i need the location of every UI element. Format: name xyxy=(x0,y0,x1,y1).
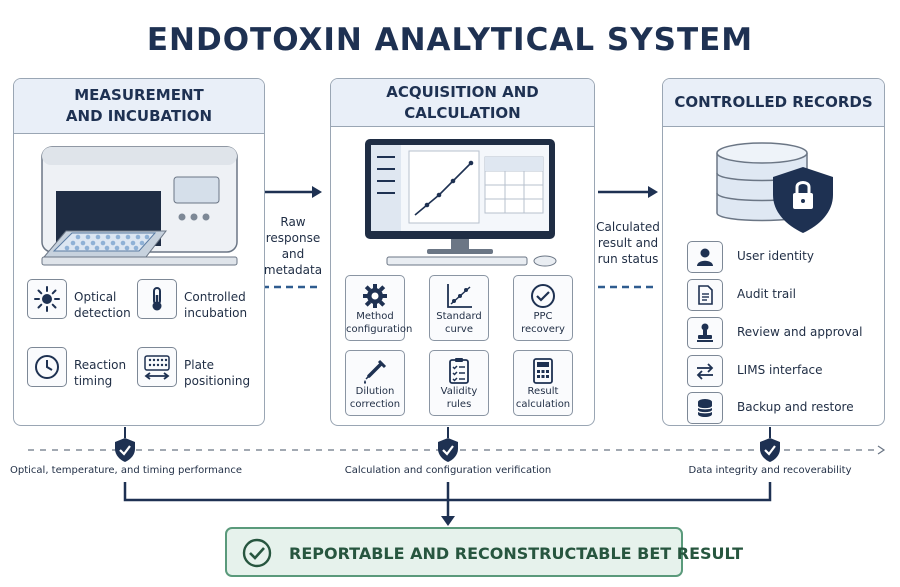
plate-positioning-label: Plate positioning xyxy=(184,358,251,388)
audit-trail-label: Audit trail xyxy=(737,287,796,301)
optical-detection-label: Optical detection xyxy=(74,290,131,320)
ppc-recovery-tile: PPC recovery xyxy=(513,275,573,341)
measurement-verification-caption: Optical, temperature, and timing perform… xyxy=(10,465,243,476)
check-circle-icon xyxy=(242,538,272,568)
reaction-timing-icon-box xyxy=(27,347,67,387)
measurement-panel: MEASUREMENT AND INCUBATION xyxy=(13,78,265,426)
reaction-timing-label: Reaction timing xyxy=(74,358,127,388)
method-configuration-tile: Method configuration xyxy=(345,275,413,341)
pipette-icon xyxy=(364,359,387,384)
standard-curve-tile: Standard curve xyxy=(429,275,489,341)
review-approval-label: Review and approval xyxy=(737,325,863,339)
acquisition-panel-header: ACQUISITION AND CALCULATION xyxy=(331,79,594,127)
stamp-icon xyxy=(697,323,713,342)
calculation-verification-caption: Calculation and configuration verificati… xyxy=(344,465,552,476)
plate-positioning-icon xyxy=(144,355,170,380)
audit-trail-icon-box xyxy=(687,279,723,311)
records-panel: CONTROLLED RECORDS User identity Audit t… xyxy=(662,78,885,426)
backup-restore-icon-box xyxy=(687,392,723,424)
user-identity-row: User identity xyxy=(687,241,867,273)
controlled-incubation-label: Controlled incubation xyxy=(184,290,248,320)
sun-icon xyxy=(34,286,60,312)
user-identity-label: User identity xyxy=(737,249,814,263)
acquisition-panel: ACQUISITION AND CALCULATION xyxy=(330,78,595,426)
optical-detection-icon-box xyxy=(27,279,67,319)
exchange-arrows-icon xyxy=(696,363,714,380)
result-calculation-tile: Result calculation xyxy=(513,350,573,416)
user-identity-icon-box xyxy=(687,241,723,273)
ppc-recovery-label: PPC recovery xyxy=(521,311,565,335)
dilution-correction-label: Dilution correction xyxy=(349,386,401,410)
user-icon xyxy=(697,248,713,266)
records-panel-header: CONTROLLED RECORDS xyxy=(663,79,884,127)
thermometer-icon xyxy=(152,287,162,311)
gear-icon xyxy=(363,284,387,308)
calculator-icon xyxy=(533,358,553,384)
validity-rules-label: Validity rules xyxy=(440,386,478,410)
dilution-correction-tile: Dilution correction xyxy=(345,350,405,416)
lims-interface-label: LIMS interface xyxy=(737,363,823,377)
controlled-incubation-icon-box xyxy=(137,279,177,319)
audit-trail-row: Audit trail xyxy=(687,279,867,311)
measurement-panel-header: MEASUREMENT AND INCUBATION xyxy=(14,79,264,134)
result-calculation-label: Result calculation xyxy=(515,386,571,410)
computer-illustration xyxy=(365,139,557,267)
verification-shield-icon xyxy=(115,438,135,462)
plate-reader-illustration xyxy=(41,146,238,266)
check-circle-icon xyxy=(531,284,555,308)
clock-icon xyxy=(35,355,59,379)
calculated-result-flow-label: Calculated result and run status xyxy=(596,220,660,266)
lims-interface-row: LIMS interface xyxy=(687,355,867,387)
checklist-icon xyxy=(449,358,469,384)
records-verification-caption: Data integrity and recoverability xyxy=(688,465,852,476)
chart-icon xyxy=(447,284,472,308)
measurement-title-line2: AND INCUBATION xyxy=(65,107,213,125)
document-icon xyxy=(698,285,713,305)
standard-curve-label: Standard curve xyxy=(436,311,482,335)
measurement-title-line1: MEASUREMENT xyxy=(74,86,204,104)
backup-restore-label: Backup and restore xyxy=(737,400,854,414)
lims-interface-icon-box xyxy=(687,355,723,387)
database-icon xyxy=(697,399,713,417)
validity-rules-tile: Validity rules xyxy=(429,350,489,416)
plate-positioning-icon-box xyxy=(137,347,177,387)
result-banner: REPORTABLE AND RECONSTRUCTABLE BET RESUL… xyxy=(225,527,743,577)
method-configuration-label: Method configuration xyxy=(346,311,413,335)
backup-restore-row: Backup and restore xyxy=(687,392,867,424)
raw-data-flow-label: Raw response and metadata xyxy=(263,215,323,277)
result-text: REPORTABLE AND RECONSTRUCTABLE BET RESUL… xyxy=(289,544,744,563)
secure-database-illustration xyxy=(716,142,833,233)
verification-shield-icon xyxy=(438,438,458,462)
review-approval-icon-box xyxy=(687,317,723,349)
page-title: ENDOTOXIN ANALYTICAL SYSTEM xyxy=(146,22,754,58)
verification-shield-icon xyxy=(760,438,780,462)
review-approval-row: Review and approval xyxy=(687,317,867,349)
